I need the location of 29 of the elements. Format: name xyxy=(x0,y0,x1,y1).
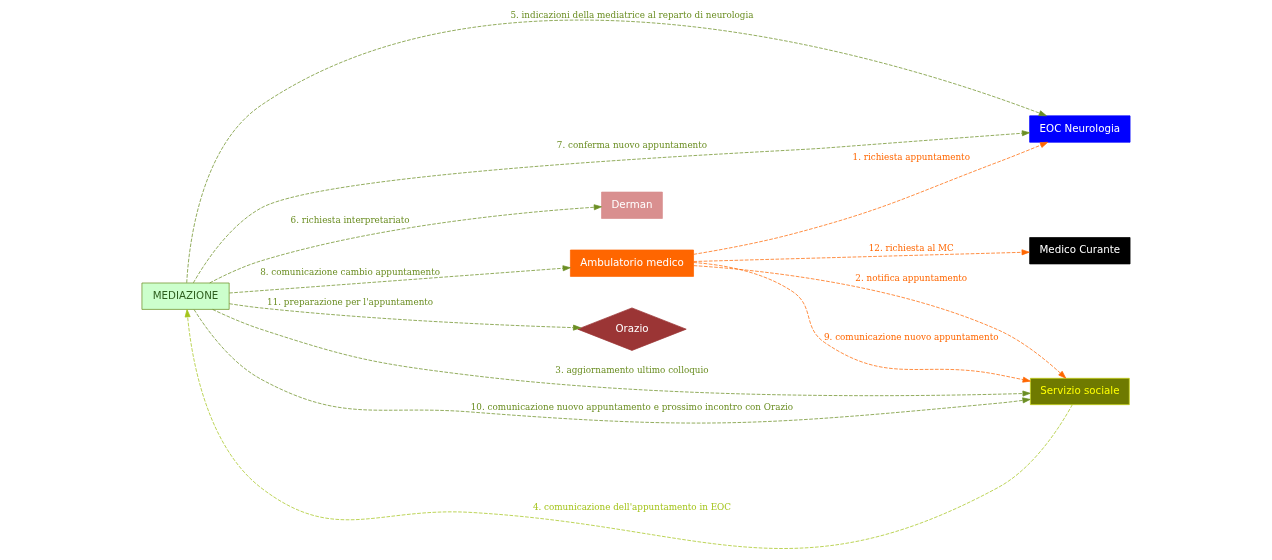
edge-label: 12. richiesta al MC xyxy=(868,243,954,254)
edge-label: 1. richiesta appuntamento xyxy=(852,151,970,162)
arrow xyxy=(186,20,1047,284)
edge-label: 5. indicazioni della mediatrice al reparto di neurologia xyxy=(510,10,754,21)
edge-label: 7. conferma nuovo appuntamento xyxy=(556,139,708,150)
edge-label: 6. richiesta interpretariato xyxy=(290,214,410,225)
node-box: Servizio sociale xyxy=(1030,377,1130,406)
arrow xyxy=(693,141,1049,255)
arrow xyxy=(184,309,1073,549)
edge-label: 8. comunicazione cambio appuntamento xyxy=(260,267,441,278)
node-diamond: Orazio xyxy=(577,307,687,351)
edge-label: 3. aggiornamento ultimo colloquio xyxy=(555,364,709,375)
arrow xyxy=(193,130,1030,284)
edge-label: 2. notifica appuntamento xyxy=(855,272,968,283)
node-box: MEDIAZIONE xyxy=(141,282,230,310)
arrow xyxy=(209,204,602,284)
edge-label: 11. preparazione per l'appuntamento xyxy=(267,297,434,308)
arrow xyxy=(229,265,571,294)
edge-label: 10. comunicazione nuovo appuntamento e prossimo incontro con Orazio xyxy=(470,401,794,412)
edge-label: 4. comunicazione dell'appuntamento in EOC xyxy=(532,501,732,512)
node-box: Derman xyxy=(601,191,663,219)
arrow xyxy=(228,303,582,331)
node-box: Medico Curante xyxy=(1029,237,1131,265)
edge-label: 9. comunicazione nuovo appuntamento xyxy=(823,331,999,342)
node-box: Ambulatorio medico xyxy=(570,249,694,277)
arrow xyxy=(212,309,1031,397)
arrow xyxy=(193,309,1031,424)
arrow xyxy=(693,249,1030,262)
node-box: EOC Neurologia xyxy=(1029,115,1131,143)
